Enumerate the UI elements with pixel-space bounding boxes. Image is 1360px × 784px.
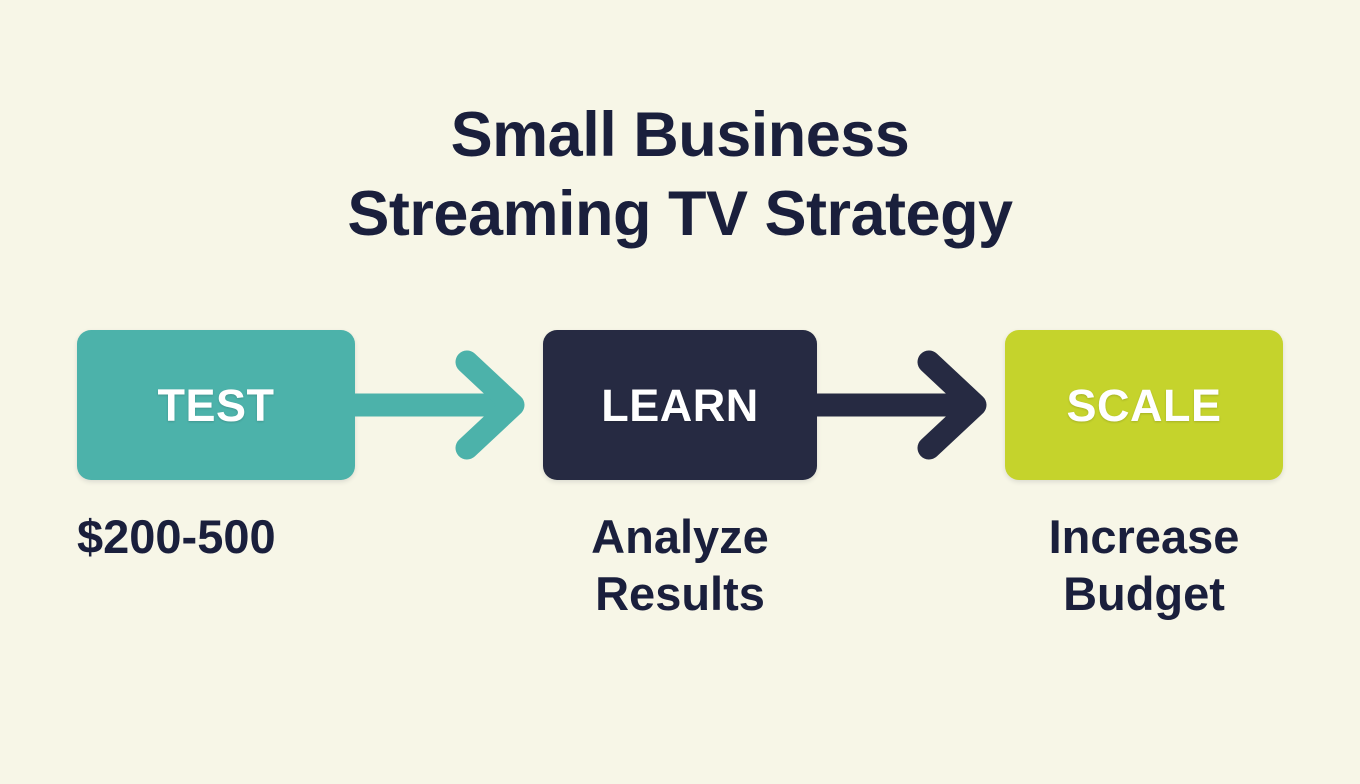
arrow-learn-to-scale-icon: [812, 340, 994, 470]
flow-step-test: TEST: [77, 330, 355, 480]
flow-step-scale-label: SCALE: [1066, 379, 1222, 431]
flow-step-learn-caption-line-1: Analyze: [591, 510, 769, 563]
flow-step-scale-caption: Increase Budget: [1005, 508, 1283, 622]
page-title: Small Business Streaming TV Strategy: [0, 96, 1360, 254]
page-title-line-1: Small Business: [450, 100, 910, 170]
flow-step-test-caption-line-1: $200-500: [77, 510, 276, 563]
page-title-line-2: Streaming TV Strategy: [347, 179, 1013, 249]
flow-step-learn-label: LEARN: [601, 379, 759, 431]
flow-step-learn-caption-line-2: Results: [595, 567, 765, 620]
flow-step-scale: SCALE: [1005, 330, 1283, 480]
flow-step-learn: LEARN: [543, 330, 817, 480]
flow-step-learn-caption: Analyze Results: [543, 508, 817, 622]
flow-step-scale-caption-line-1: Increase: [1048, 510, 1240, 563]
arrow-test-to-learn-icon: [350, 340, 532, 470]
flow-step-test-label: TEST: [157, 379, 275, 431]
flow-step-scale-caption-line-2: Budget: [1063, 567, 1225, 620]
flow-step-test-caption: $200-500: [77, 508, 397, 565]
